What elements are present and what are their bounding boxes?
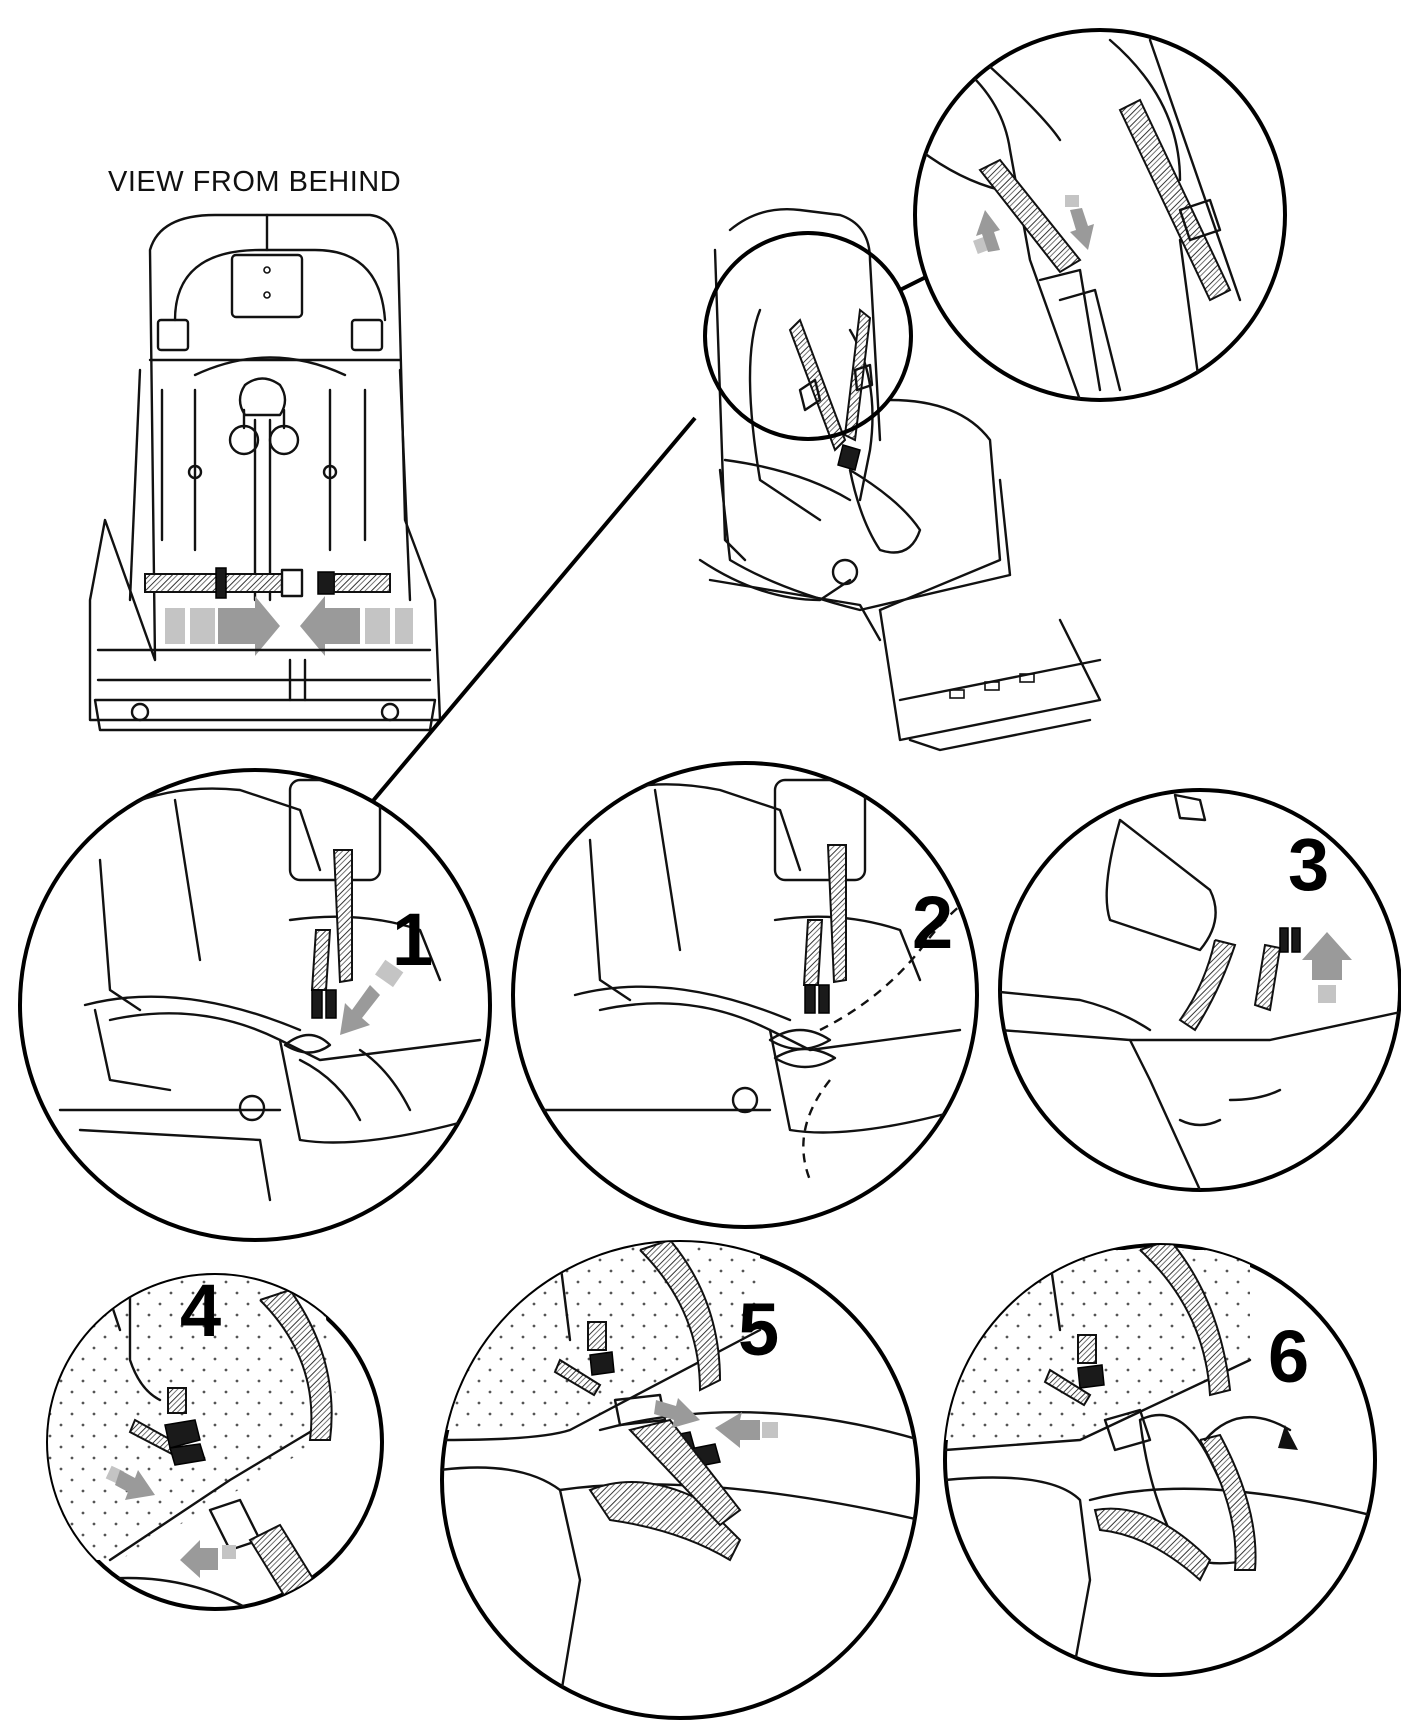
- step-3-number: 3: [1288, 823, 1329, 906]
- step-2-number: 2: [912, 881, 953, 964]
- top-detail-circle: [913, 28, 1287, 402]
- step-4-circle: 4: [46, 1269, 384, 1611]
- view-from-behind-heading: VIEW FROM BEHIND: [108, 166, 402, 198]
- step-6-circle: 6: [943, 1243, 1377, 1677]
- step-3-circle: 3: [998, 788, 1401, 1192]
- step-4-number: 4: [180, 1269, 221, 1352]
- step-1-number: 1: [392, 898, 433, 981]
- perspective-seat: [698, 208, 1102, 752]
- step-5-number: 5: [738, 1288, 779, 1371]
- step-2-circle: 2: [511, 761, 979, 1229]
- step-5-circle: 5: [440, 1240, 920, 1720]
- leader-line: [370, 416, 697, 804]
- step-6-number: 6: [1268, 1315, 1309, 1398]
- rear-view-seat: [88, 213, 442, 732]
- step-1-circle: 1: [18, 768, 492, 1242]
